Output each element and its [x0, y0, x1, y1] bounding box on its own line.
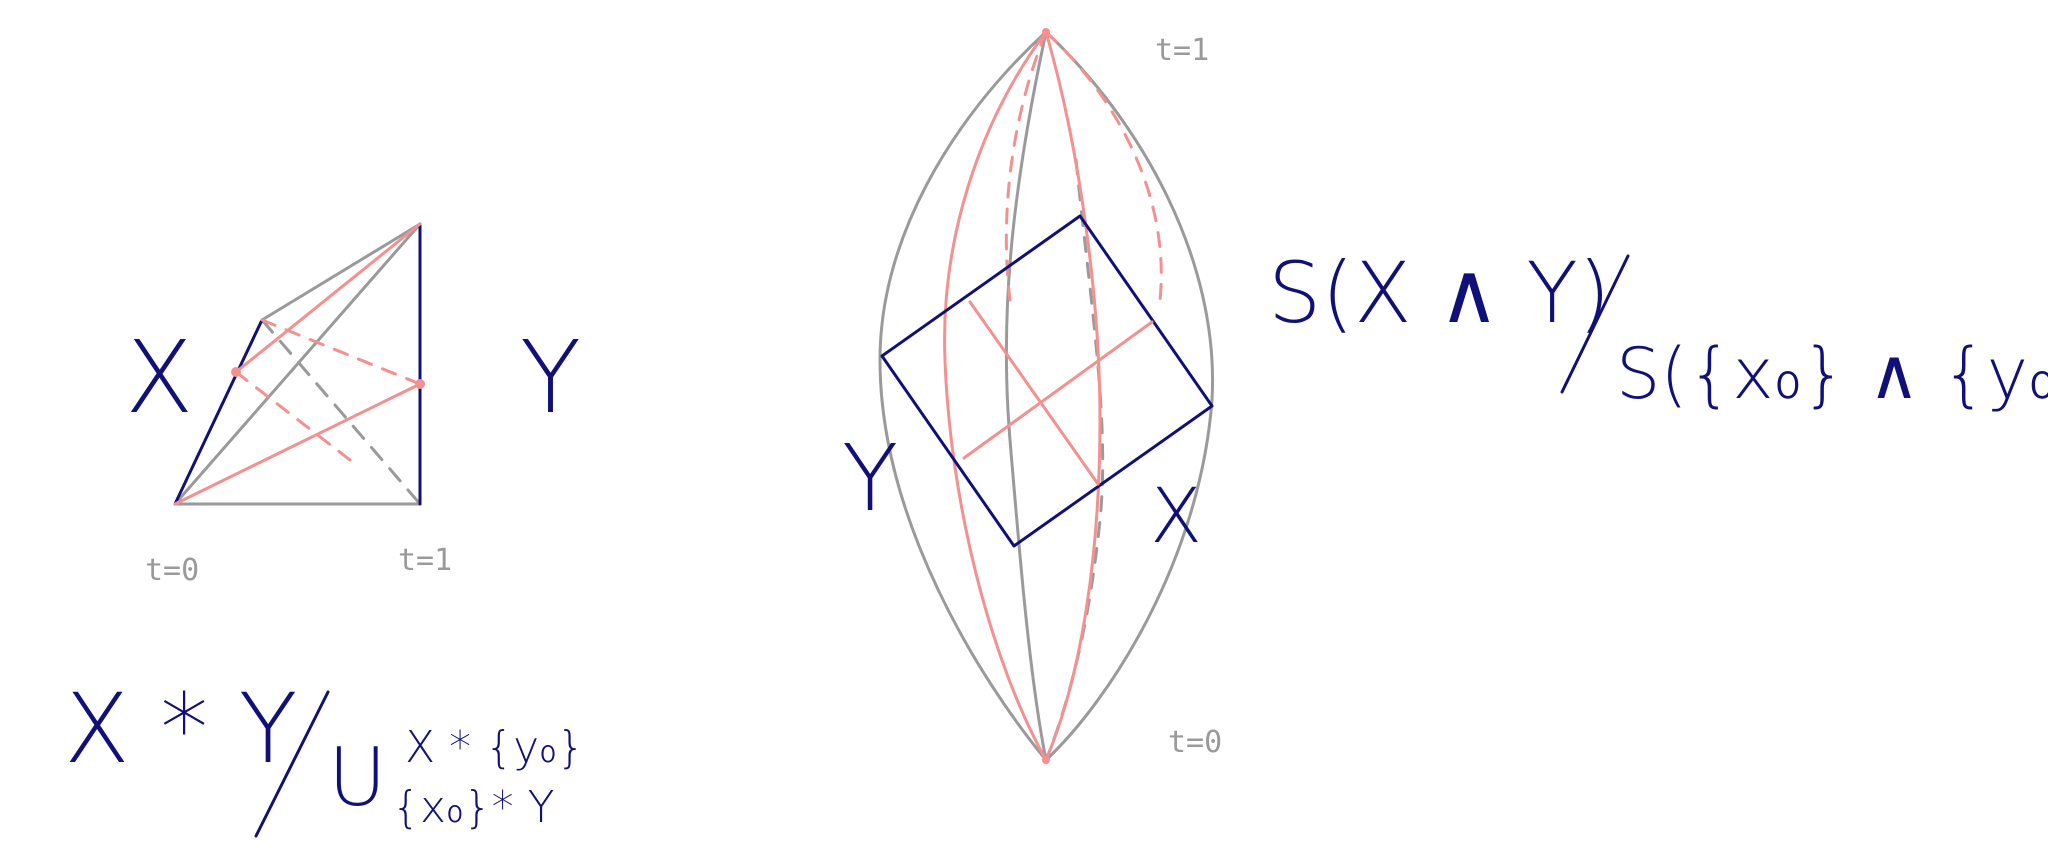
pink-dashed-lines	[234, 318, 422, 462]
formula-suspension-quotient: S(X ∧ Y) S({x₀} ∧ {y₀})	[1268, 244, 2048, 415]
diagonal-edge	[173, 222, 422, 506]
join-tetrahedron	[173, 222, 425, 506]
union-symbol: U	[328, 731, 387, 824]
middle-tick-t1: t=1	[1155, 33, 1209, 68]
pink-cross-2	[968, 300, 1100, 486]
suspension-denominator: S({x₀} ∧ {y₀})	[1616, 333, 2048, 415]
lens-right-arc	[1044, 30, 1215, 762]
left-label-y: Y	[520, 319, 581, 436]
pink-point-x	[231, 367, 241, 377]
pink-point-y	[415, 379, 425, 389]
left-tick-t0: t=0	[145, 553, 199, 588]
south-pole	[1042, 756, 1050, 764]
suspension-slash	[1560, 254, 1630, 394]
suspension-numerator: S(X ∧ Y)	[1268, 244, 1611, 342]
left-tick-t1: t=1	[398, 543, 452, 578]
suspension-lens	[878, 28, 1215, 764]
north-pole	[1042, 28, 1050, 36]
middle-tick-t0: t=0	[1168, 725, 1222, 760]
pink-cross-1	[962, 320, 1154, 460]
middle-label-y: Y	[842, 425, 898, 532]
lens-center-arc	[1004, 30, 1048, 762]
pink-dashed-left	[1004, 30, 1048, 302]
smash-square	[880, 214, 1214, 548]
pink-dashed-right	[1044, 30, 1163, 302]
pink-meridian-left	[943, 30, 1048, 762]
pink-line-2	[234, 222, 422, 374]
quotient-slash	[254, 690, 330, 838]
hidden-edge	[260, 318, 422, 506]
middle-label-x: X	[1150, 471, 1202, 560]
join-numerator: X * Y	[64, 673, 297, 785]
pink-meridian-right	[1044, 30, 1102, 762]
pink-line-1	[173, 382, 422, 506]
union-term-1: X * {y₀}	[405, 722, 585, 773]
left-label-x: X	[125, 319, 194, 436]
lens-left-arc	[878, 30, 1048, 762]
formula-join-quotient: X * Y U X * {y₀} {x₀}* Y	[64, 673, 585, 838]
top-edge	[260, 222, 422, 322]
union-term-2: {x₀}* Y	[392, 782, 555, 833]
x-segment	[173, 318, 264, 506]
